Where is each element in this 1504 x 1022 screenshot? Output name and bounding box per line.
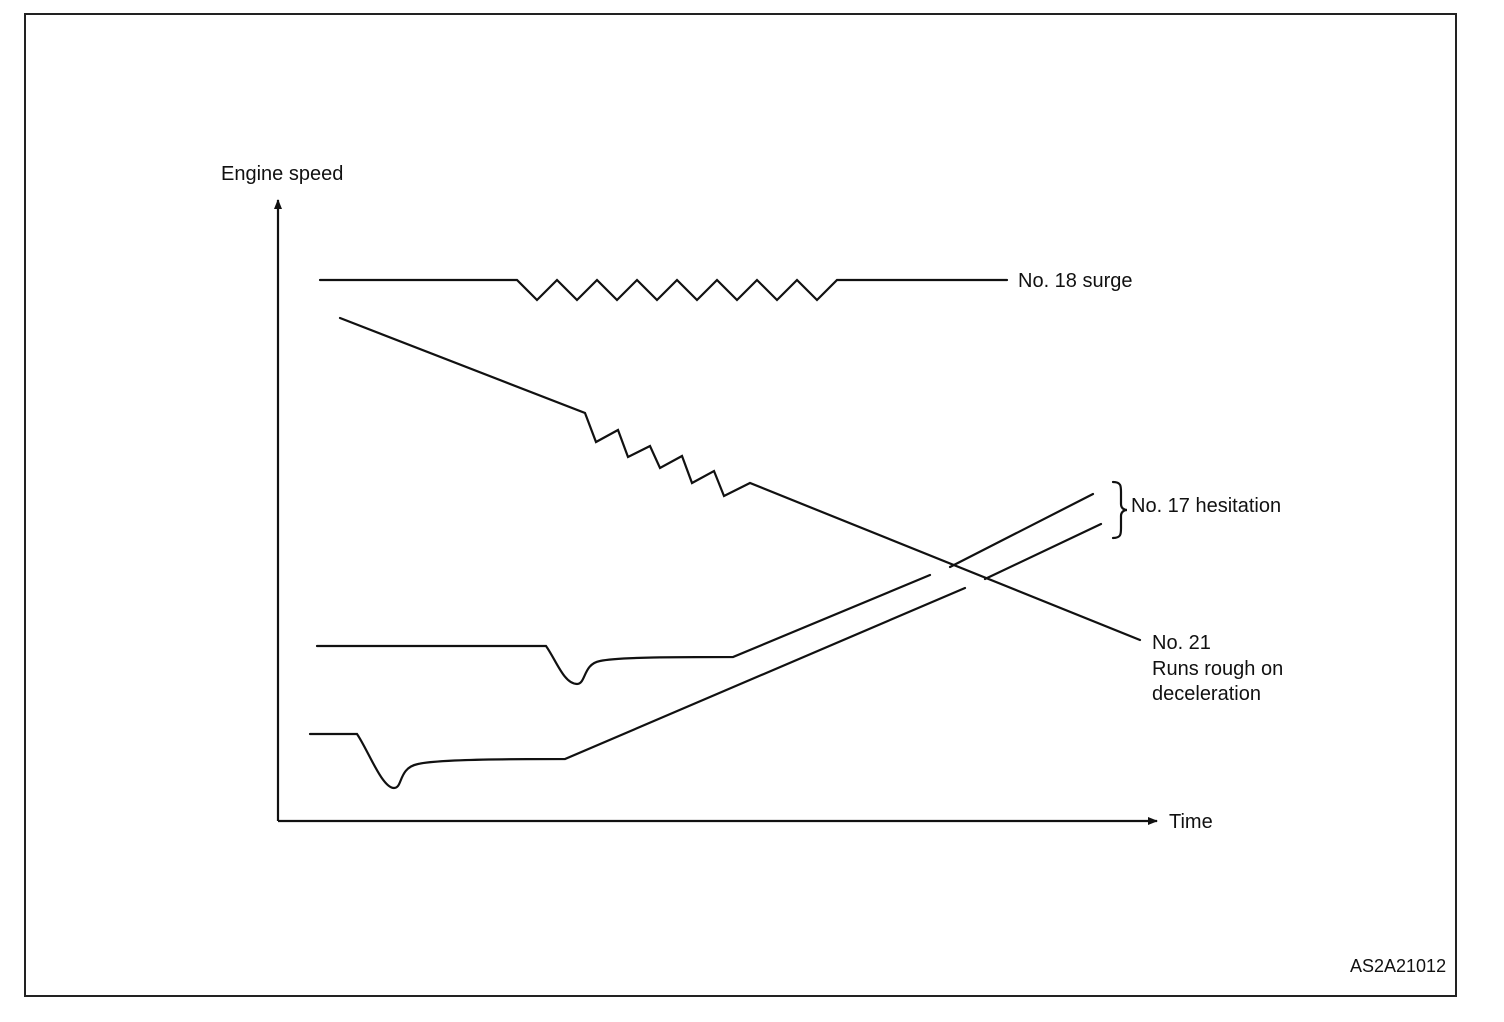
surge-curve [318, 278, 1009, 302]
rough-deceleration-label-line-3: deceleration [1152, 683, 1261, 705]
rough-deceleration-curve [338, 316, 1142, 642]
hesitation-curve-upper [315, 492, 1095, 686]
hesitation-brace [1111, 480, 1128, 540]
surge-label: No. 18 surge [1018, 270, 1133, 292]
hesitation-curve-lower [308, 522, 1103, 790]
hesitation-label: No. 17 hesitation [1131, 495, 1281, 517]
y-axis-label: Engine speed [221, 163, 343, 185]
x-axis-label: Time [1169, 811, 1213, 833]
figure-frame [24, 13, 1457, 997]
rough-deceleration-label-line-2: Runs rough on [1152, 658, 1283, 680]
rough-deceleration-label-line-1: No. 21 [1152, 632, 1211, 654]
figure-code: AS2A21012 [1350, 956, 1446, 976]
